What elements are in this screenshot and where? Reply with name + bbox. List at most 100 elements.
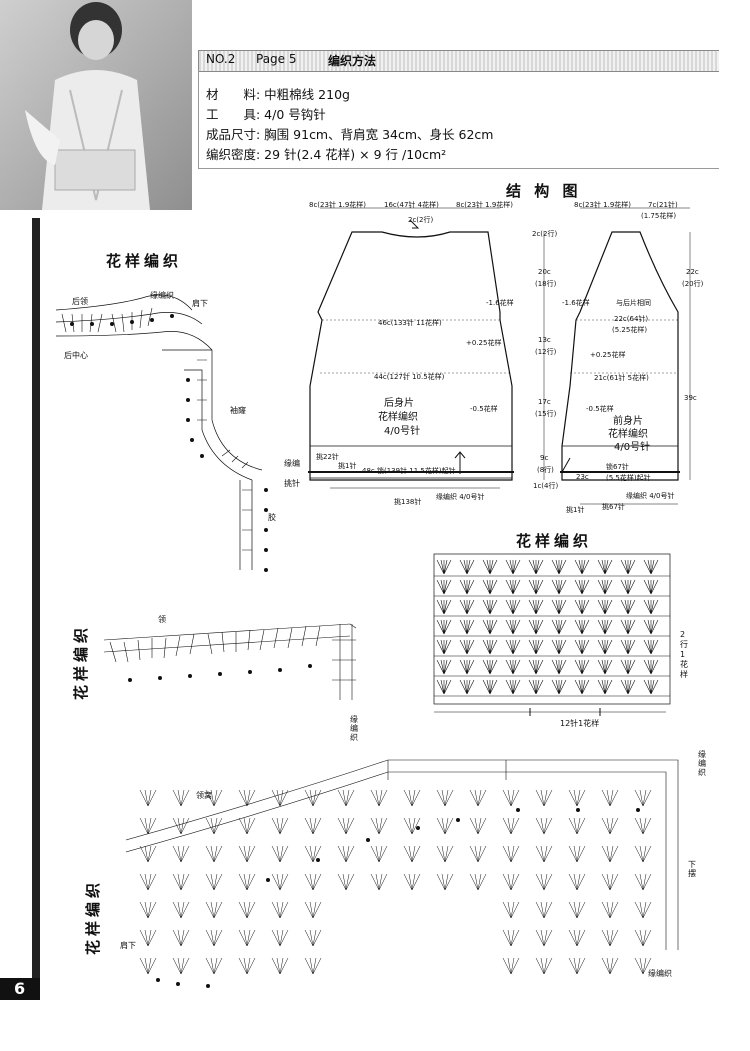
- bottom-fan-stitch: [238, 957, 256, 975]
- collar-back-center: 后中心: [64, 351, 88, 360]
- dim-1c: 1c(4行): [533, 482, 559, 490]
- bottom-fan-stitch: [337, 845, 355, 863]
- dim-2c: 2c(2行): [532, 230, 558, 238]
- fan-stitch: [528, 579, 544, 595]
- bottom-fan-stitch: [205, 929, 223, 947]
- bottom-fan-stitch: [139, 929, 157, 947]
- fan-stitch: [574, 559, 590, 575]
- back-pick138: 挑138针: [394, 498, 422, 506]
- header-title: 编织方法: [328, 54, 377, 68]
- bottom-fan-stitch: [238, 901, 256, 919]
- bottom-fan-stitch: [502, 929, 520, 947]
- info-size: 成品尺寸: 胸围 91cm、背肩宽 34cm、身长 62cm: [206, 127, 494, 142]
- bottom-fan-stitch: [271, 957, 289, 975]
- fan-stitch: [436, 679, 452, 695]
- fan-stitch: [528, 599, 544, 615]
- bottom-fan-stitch: [139, 789, 157, 807]
- bottom-fan-stitch: [205, 817, 223, 835]
- front-dec2: -0.5花样: [586, 405, 614, 413]
- bottom-fan-stitch: [469, 817, 487, 835]
- bottom-fan-stitch: [535, 929, 553, 947]
- header-page: Page 5: [256, 52, 297, 66]
- bottom-fan-stitch: [601, 789, 619, 807]
- fan-stitch: [505, 679, 521, 695]
- bottom-fan-stitch: [205, 845, 223, 863]
- back-top-left: 8c(23针 1.9花样): [309, 201, 367, 209]
- fan-stitch: [436, 559, 452, 575]
- bottom-fan-stitch: [370, 873, 388, 891]
- bottom-fan-stitch: [172, 817, 190, 835]
- back-edge: 缘编织 4/0号针: [436, 493, 485, 501]
- bottom-fan-stitch: [601, 929, 619, 947]
- back-neck: 2c(2行): [408, 216, 434, 224]
- bottom-fan-stitch: [469, 845, 487, 863]
- fan-stitch: [482, 679, 498, 695]
- front-top-right2: (1.75花样): [641, 212, 677, 220]
- bottom-fan-stitch: [502, 845, 520, 863]
- bottom-fan-stitch: [634, 901, 652, 919]
- fan-stitch: [528, 679, 544, 695]
- fan-stitch: [574, 599, 590, 615]
- bottom-fan-stitch: [139, 817, 157, 835]
- front-chain2: (5.5花样)起针: [606, 474, 651, 482]
- bottom-edge: 缘编织: [698, 750, 706, 777]
- bottom-fan-stitch: [238, 845, 256, 863]
- front-width-1: 22c(64针): [614, 315, 649, 323]
- fan-stitch: [574, 679, 590, 695]
- fan-stitch: [505, 639, 521, 655]
- bottom-fan-stitch: [205, 873, 223, 891]
- bottom-fan-stitch: [238, 817, 256, 835]
- collar-shoulder: 肩下: [192, 299, 208, 308]
- fan-stitch: [482, 559, 498, 575]
- bottom-fan-stitch: [601, 817, 619, 835]
- bottom-fan-stitch: [502, 957, 520, 975]
- fan-stitch: [436, 639, 452, 655]
- fan-stitch: [620, 619, 636, 635]
- front-width-1b: (5.25花样): [612, 326, 648, 334]
- bottom-fan-stitch: [172, 789, 190, 807]
- fan-stitch: [620, 579, 636, 595]
- bottom-fan-stitch: [271, 789, 289, 807]
- fan-stitch: [574, 619, 590, 635]
- back-dec: -0.5花样: [470, 405, 498, 413]
- fan-stitch: [574, 579, 590, 595]
- bottom-fan-stitch: [304, 845, 322, 863]
- pattern-right-title: 花样编织: [516, 532, 593, 550]
- bottom-fan-stitch: [403, 845, 421, 863]
- front-dec: -1.6花样: [562, 299, 590, 307]
- bottom-fan-stitch: [139, 873, 157, 891]
- bottom-fan-stitch: [403, 789, 421, 807]
- bottom-fan-stitch: [370, 817, 388, 835]
- fan-repeat-rows: 2行1花样: [680, 630, 688, 679]
- back-hook: 4/0号针: [384, 426, 421, 437]
- bottom-fan-stitch: [205, 901, 223, 919]
- bottom-fan-stitch: [502, 817, 520, 835]
- back-inc: +0.25花样: [466, 339, 502, 347]
- bottom-fan-stitch: [172, 957, 190, 975]
- back-top-right: 8c(23针 1.9花样): [456, 201, 514, 209]
- fan-stitch: [643, 619, 659, 635]
- bottom-fan-stitch: [172, 929, 190, 947]
- collar-body: 胶: [268, 513, 276, 522]
- dim-20c: 20c: [538, 268, 551, 276]
- pattern-bottom-title: 花样编织: [84, 878, 102, 955]
- page-number: 6: [14, 979, 26, 998]
- bottom-fan-stitch: [568, 901, 586, 919]
- fan-stitch: [551, 579, 567, 595]
- fan-stitch: [620, 659, 636, 675]
- pattern-top-title: 花样编织: [106, 252, 183, 270]
- bottom-fan-stitch: [634, 817, 652, 835]
- fan-stitch: [482, 599, 498, 615]
- mid-pattern-chart: [103, 623, 357, 700]
- dim-18r: (18行): [535, 280, 557, 288]
- fan-stitch: [597, 619, 613, 635]
- bottom-fan-stitch: [535, 901, 553, 919]
- bottom-fan-stitch: [304, 929, 322, 947]
- bottom-fan-stitch: [172, 873, 190, 891]
- fan-stitch: [436, 659, 452, 675]
- bottom-fan-stitch: [436, 873, 454, 891]
- collar-armhole: 袖窿: [230, 406, 246, 415]
- header-band: [198, 50, 719, 72]
- fan-stitch: [643, 599, 659, 615]
- bottom-fan-stitch: [634, 873, 652, 891]
